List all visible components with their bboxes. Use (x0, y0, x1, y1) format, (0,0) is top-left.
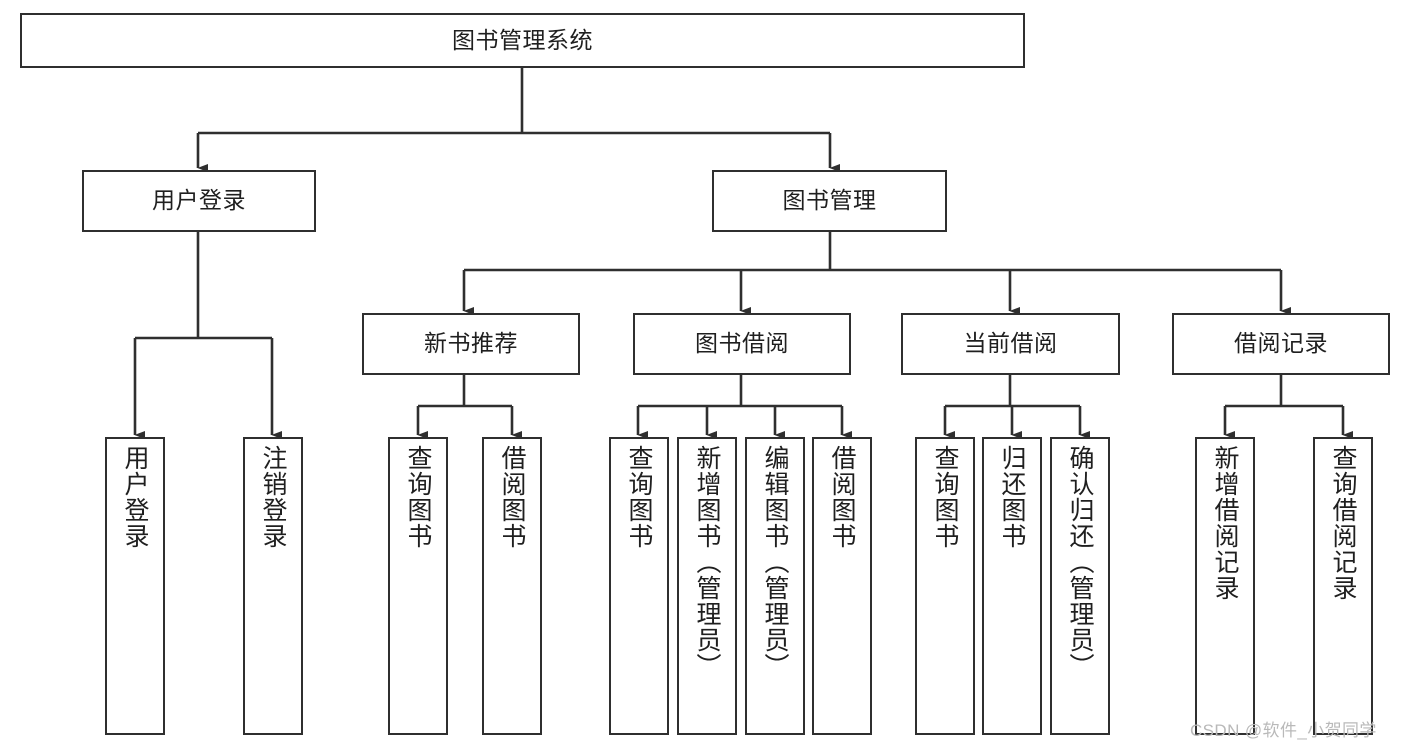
node-leaf-user-login[interactable]: 用户登录 (105, 437, 165, 735)
node-leaf-borrow-book-2-label: 借阅图书 (828, 445, 856, 549)
node-new-book-recommend[interactable]: 新书推荐 (362, 313, 580, 375)
node-leaf-query-record[interactable]: 查询借阅记录 (1313, 437, 1373, 735)
node-user-login-label: 用户登录 (152, 187, 246, 214)
node-leaf-user-login-label: 用户登录 (121, 445, 149, 549)
node-leaf-borrow-book-2[interactable]: 借阅图书 (812, 437, 872, 735)
node-leaf-query-book-1[interactable]: 查询图书 (388, 437, 448, 735)
node-leaf-edit-book-label: 编辑图书（管理员） (761, 445, 789, 679)
node-leaf-query-book-3[interactable]: 查询图书 (915, 437, 975, 735)
node-borrow-record-label: 借阅记录 (1234, 330, 1328, 357)
node-leaf-return-book[interactable]: 归还图书 (982, 437, 1042, 735)
node-root-label: 图书管理系统 (452, 26, 593, 53)
node-book-manage[interactable]: 图书管理 (712, 170, 947, 232)
node-book-manage-label: 图书管理 (782, 187, 877, 214)
node-book-borrow-label: 图书借阅 (695, 330, 789, 357)
node-current-borrow-label: 当前借阅 (963, 330, 1058, 357)
watermark-csdn: CSDN @软件_小贺同学 (1190, 721, 1377, 740)
node-leaf-logout-login-label: 注销登录 (259, 445, 287, 549)
node-book-borrow[interactable]: 图书借阅 (633, 313, 851, 375)
node-leaf-logout-login[interactable]: 注销登录 (243, 437, 303, 735)
node-leaf-confirm-return[interactable]: 确认归还（管理员） (1050, 437, 1110, 735)
node-leaf-return-book-label: 归还图书 (998, 445, 1026, 549)
node-borrow-record[interactable]: 借阅记录 (1172, 313, 1390, 375)
node-user-login[interactable]: 用户登录 (82, 170, 316, 232)
node-new-book-recommend-label: 新书推荐 (424, 330, 518, 357)
node-leaf-borrow-book-1[interactable]: 借阅图书 (482, 437, 542, 735)
node-root[interactable]: 图书管理系统 (20, 13, 1025, 68)
node-leaf-add-record[interactable]: 新增借阅记录 (1195, 437, 1255, 735)
node-leaf-query-book-2-label: 查询图书 (625, 445, 653, 549)
node-leaf-query-record-label: 查询借阅记录 (1329, 445, 1357, 601)
node-current-borrow[interactable]: 当前借阅 (901, 313, 1120, 375)
node-leaf-query-book-1-label: 查询图书 (404, 445, 432, 549)
node-leaf-add-book-label: 新增图书（管理员） (693, 445, 721, 679)
node-leaf-query-book-3-label: 查询图书 (931, 445, 959, 549)
node-leaf-edit-book[interactable]: 编辑图书（管理员） (745, 437, 805, 735)
node-leaf-borrow-book-1-label: 借阅图书 (498, 445, 526, 549)
node-leaf-add-record-label: 新增借阅记录 (1211, 445, 1239, 601)
node-leaf-query-book-2[interactable]: 查询图书 (609, 437, 669, 735)
node-leaf-add-book[interactable]: 新增图书（管理员） (677, 437, 737, 735)
node-leaf-confirm-return-label: 确认归还（管理员） (1066, 445, 1094, 679)
